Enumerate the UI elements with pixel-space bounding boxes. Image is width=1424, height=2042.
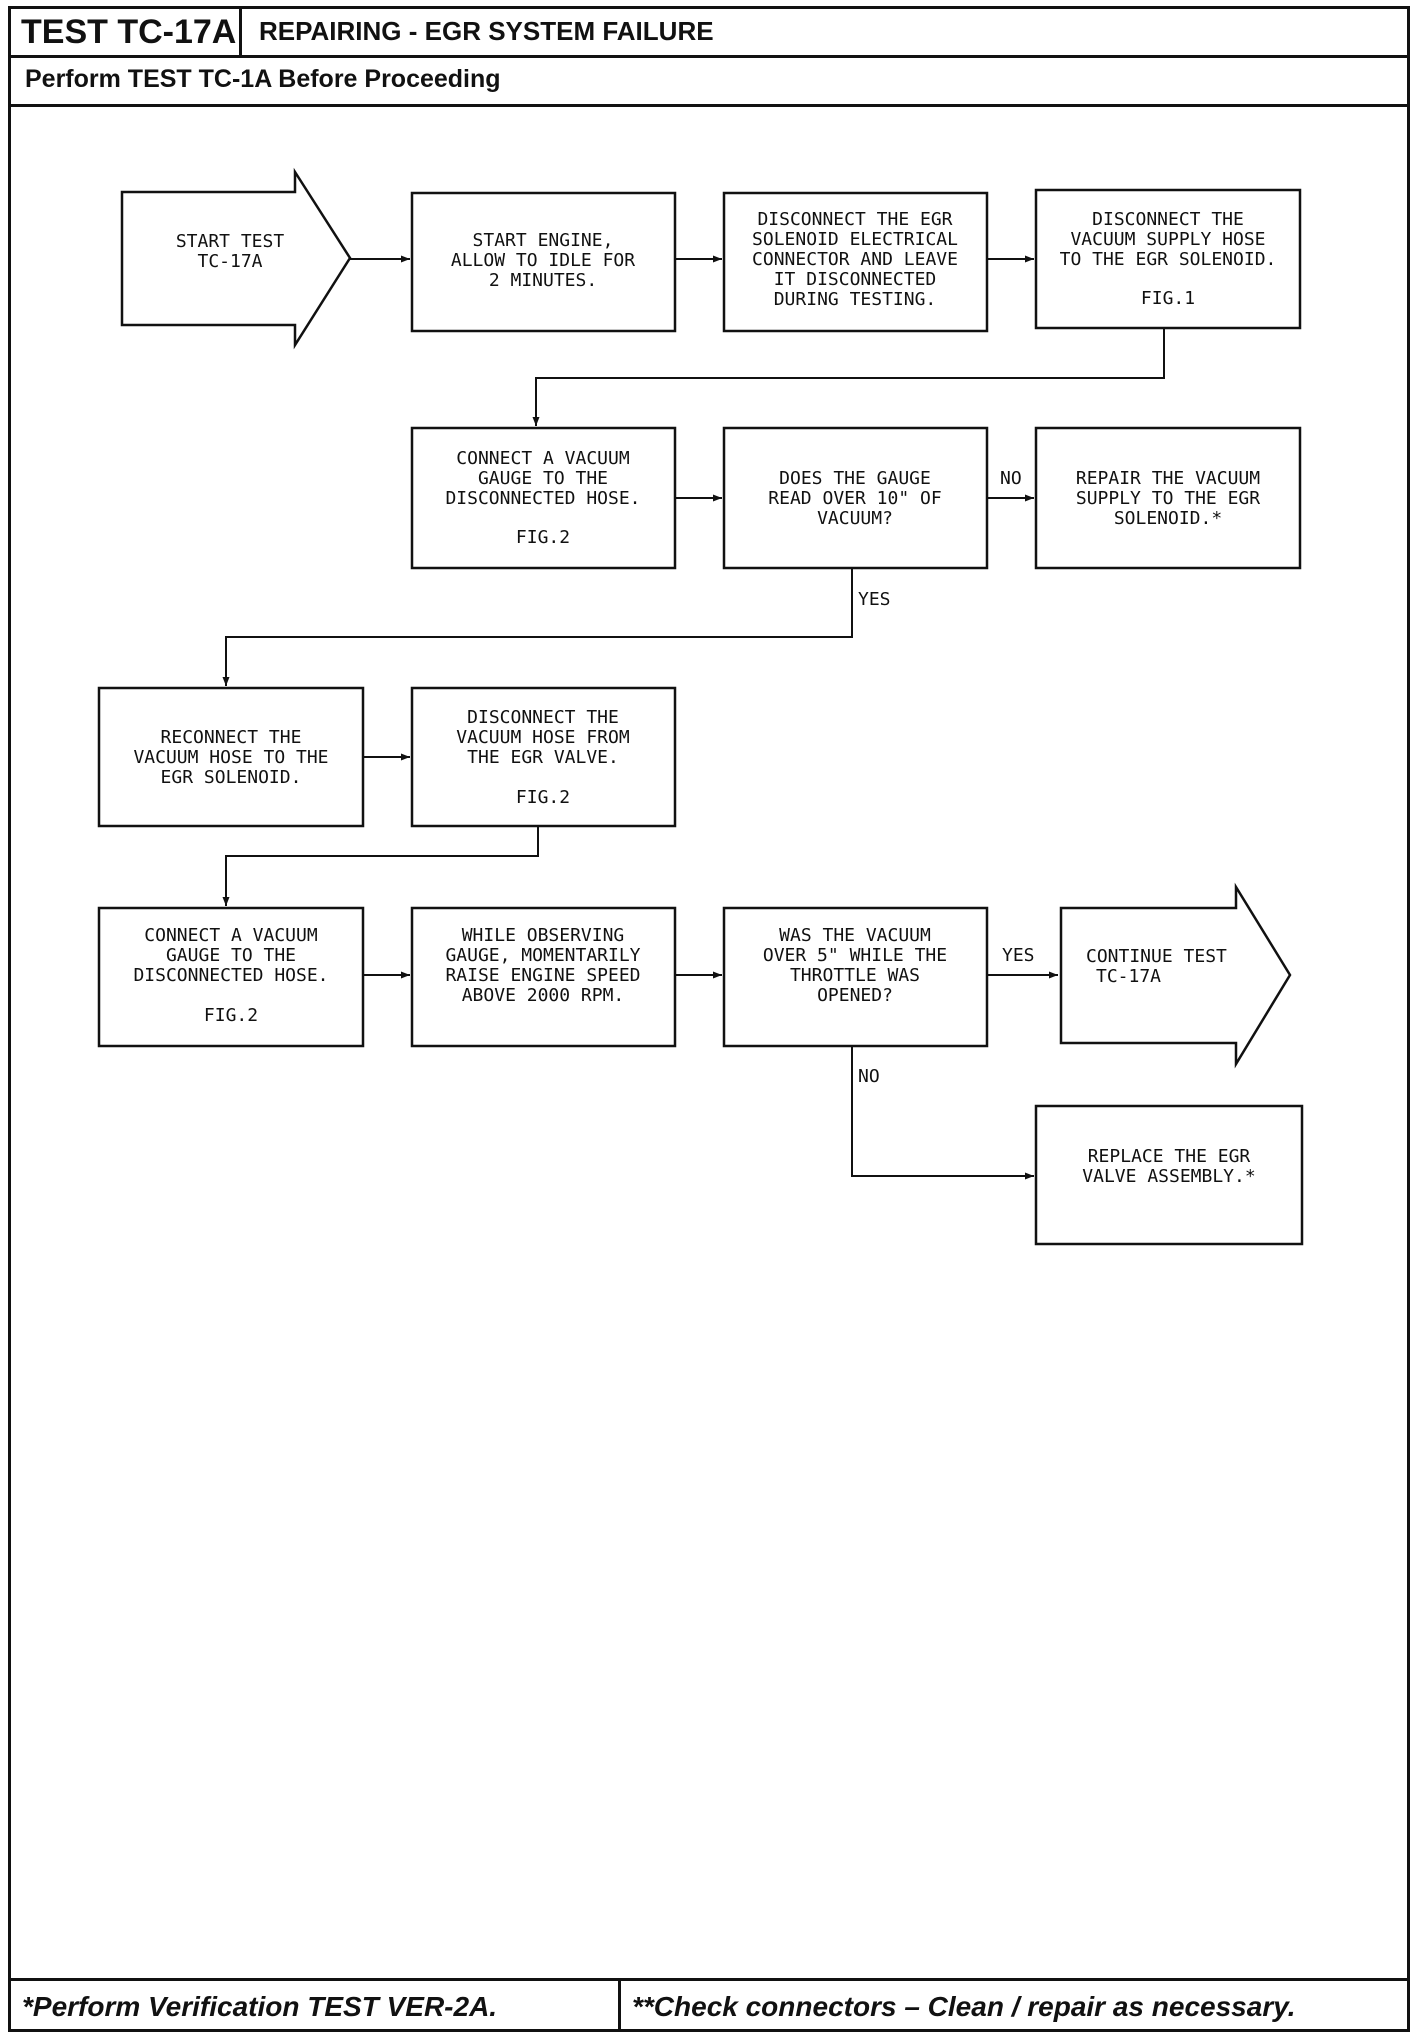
continue-text-2: TC-17A (1096, 966, 1161, 987)
test-id: TEST TC-17A (11, 9, 242, 55)
disconnect-supply-text-2: VACUUM SUPPLY HOSE (1070, 229, 1265, 250)
header-bar: TEST TC-17A REPAIRING - EGR SYSTEM FAILU… (8, 6, 1410, 58)
reconnect-text-2: VACUUM HOSE TO THE (133, 747, 328, 768)
start-text-1: START TEST (176, 231, 285, 252)
disconnect-solenoid-text-5: DURING TESTING. (774, 289, 937, 310)
observe-text-4: ABOVE 2000 RPM. (462, 985, 625, 1006)
observe-box (410, 906, 677, 1048)
page-title: REPAIRING - EGR SYSTEM FAILURE (259, 16, 714, 46)
observe-text-1: WHILE OBSERVING (462, 925, 625, 946)
disconnect-solenoid-text-3: CONNECTOR AND LEAVE (752, 249, 958, 270)
continue-text-1: CONTINUE TEST (1086, 946, 1227, 967)
connect-gauge-2-text-2: GAUGE TO THE (166, 945, 296, 966)
connect-gauge-2-text-3: DISCONNECTED HOSE. (133, 965, 328, 986)
repair-supply-text-3: SOLENOID.* (1114, 508, 1222, 529)
disconnect-valve-fig: FIG.2 (516, 787, 570, 808)
disconnect-valve-box (410, 686, 677, 828)
gauge-question-text-1: DOES THE GAUGE (779, 468, 931, 489)
label-yes-2: YES (1002, 945, 1035, 966)
footer-divider (618, 1981, 621, 2032)
start-engine-text-2: ALLOW TO IDLE FOR (451, 250, 635, 271)
throttle-question-text-3: THROTTLE WAS (790, 965, 920, 986)
page-subtitle: Perform TEST TC-1A Before Proceeding (8, 55, 1410, 107)
replace-valve-text-2: VALVE ASSEMBLY.* (1082, 1166, 1255, 1187)
footer-note-right: **Check connectors – Clean / repair as n… (632, 1991, 1296, 2022)
throttle-question-text-4: OPENED? (817, 985, 893, 1006)
throttle-question-box (722, 906, 989, 1048)
connector-4 (532, 328, 1165, 426)
disconnect-valve-text-1: DISCONNECT THE (467, 707, 619, 728)
disconnect-solenoid-text-4: IT DISCONNECTED (774, 269, 937, 290)
reconnect-text-1: RECONNECT THE (161, 727, 302, 748)
connector-no-2 (851, 1046, 1034, 1180)
footer-bar: *Perform Verification TEST VER-2A. **Che… (8, 1978, 1410, 2032)
footer-note-left: *Perform Verification TEST VER-2A. (22, 1991, 498, 2022)
observe-text-2: GAUGE, MOMENTARILY (445, 945, 640, 966)
observe-text-3: RAISE ENGINE SPEED (445, 965, 640, 986)
start-engine-box (410, 191, 677, 333)
connect-gauge-1-text-2: GAUGE TO THE (478, 468, 608, 489)
replace-valve-box (1034, 1104, 1304, 1246)
disconnect-supply-fig: FIG.1 (1141, 288, 1195, 309)
connector-7 (222, 826, 539, 906)
disconnect-solenoid-text-2: SOLENOID ELECTRICAL (752, 229, 958, 250)
disconnect-solenoid-text-1: DISCONNECT THE EGR (757, 209, 952, 230)
disconnect-supply-text-3: TO THE EGR SOLENOID. (1060, 249, 1277, 270)
throttle-question-text-1: WAS THE VACUUM (779, 925, 931, 946)
gauge-question-text-2: READ OVER 10" OF (768, 488, 941, 509)
start-engine-text-3: 2 MINUTES. (489, 270, 597, 291)
connect-gauge-2-text-1: CONNECT A VACUUM (144, 925, 318, 946)
start-arrow-shape (120, 167, 352, 350)
continue-arrow-shape (1059, 882, 1292, 1069)
label-no-1: NO (1000, 468, 1022, 489)
connect-gauge-2-fig: FIG.2 (204, 1005, 258, 1026)
reconnect-text-3: EGR SOLENOID. (161, 767, 302, 788)
connect-gauge-1-text-3: DISCONNECTED HOSE. (445, 488, 640, 509)
connector-yes-1 (222, 568, 853, 686)
disconnect-valve-text-3: THE EGR VALVE. (467, 747, 619, 768)
replace-valve-text-1: REPLACE THE EGR (1088, 1146, 1251, 1167)
throttle-question-text-2: OVER 5" WHILE THE (763, 945, 947, 966)
repair-supply-text-1: REPAIR THE VACUUM (1076, 468, 1260, 489)
disconnect-supply-box (1034, 188, 1302, 330)
connect-gauge-1-fig: FIG.2 (516, 527, 570, 548)
disconnect-valve-text-2: VACUUM HOSE FROM (456, 727, 630, 748)
connect-gauge-1-text-1: CONNECT A VACUUM (456, 448, 630, 469)
start-text-2: TC-17A (197, 251, 262, 272)
start-engine-text-1: START ENGINE, (473, 230, 614, 251)
repair-supply-text-2: SUPPLY TO THE EGR (1076, 488, 1260, 509)
disconnect-solenoid-box (722, 191, 989, 333)
repair-supply-box (1034, 426, 1302, 570)
connect-gauge-2-box (97, 906, 365, 1048)
disconnect-supply-text-1: DISCONNECT THE (1092, 209, 1244, 230)
start-box-text: START TEST TC-17A (176, 231, 285, 272)
label-yes-1: YES (858, 589, 891, 610)
gauge-question-text-3: VACUUM? (817, 508, 893, 529)
label-no-2: NO (858, 1066, 880, 1087)
